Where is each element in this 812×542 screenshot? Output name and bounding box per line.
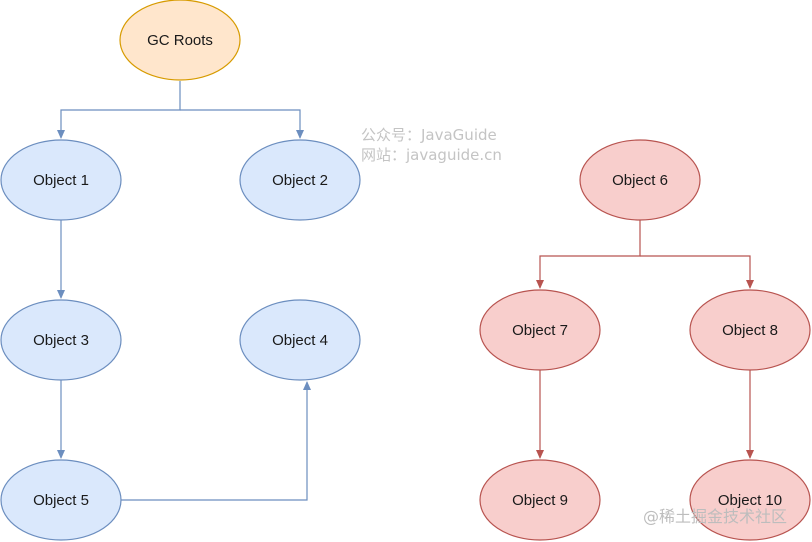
node-object-4-label: Object 4 <box>272 332 328 349</box>
node-object-7-label: Object 7 <box>512 322 568 339</box>
node-object-6-label: Object 6 <box>612 172 668 189</box>
edge-gcroots-object2 <box>180 109 304 139</box>
edge-object6-object7 <box>536 220 641 289</box>
node-object-1-label: Object 1 <box>33 172 89 189</box>
node-object-6[interactable]: Object 6 <box>579 139 701 221</box>
node-object-8[interactable]: Object 8 <box>689 289 811 371</box>
watermark-footer: @稀土掘金技术社区 <box>643 507 787 526</box>
node-object-2[interactable]: Object 2 <box>239 139 361 221</box>
edge-gcroots-object1 <box>57 81 181 139</box>
node-gc-roots-label: GC Roots <box>147 32 213 49</box>
node-object-2-label: Object 2 <box>272 172 328 189</box>
edge-object5-object4 <box>121 381 311 501</box>
node-object-3-label: Object 3 <box>33 332 89 349</box>
node-object-5[interactable]: Object 5 <box>0 459 122 541</box>
node-gc-roots[interactable]: GC Roots <box>119 0 241 81</box>
watermark-line-1: 公众号：JavaGuide <box>361 126 497 144</box>
node-object-7[interactable]: Object 7 <box>479 289 601 371</box>
node-object-3[interactable]: Object 3 <box>0 299 122 381</box>
node-object-9-label: Object 9 <box>512 492 568 509</box>
unreachable-edges <box>536 220 754 459</box>
node-object-5-label: Object 5 <box>33 492 89 509</box>
node-object-4[interactable]: Object 4 <box>239 299 361 381</box>
node-object-10-label: Object 10 <box>718 492 782 509</box>
edge-object6-object8 <box>640 255 754 289</box>
reachable-edges <box>57 81 311 501</box>
node-object-10[interactable]: Object 10 <box>689 459 811 541</box>
watermark-line-2: 网站：javaguide.cn <box>361 146 502 164</box>
node-object-8-label: Object 8 <box>722 322 778 339</box>
node-object-1[interactable]: Object 1 <box>0 139 122 221</box>
node-object-9[interactable]: Object 9 <box>479 459 601 541</box>
